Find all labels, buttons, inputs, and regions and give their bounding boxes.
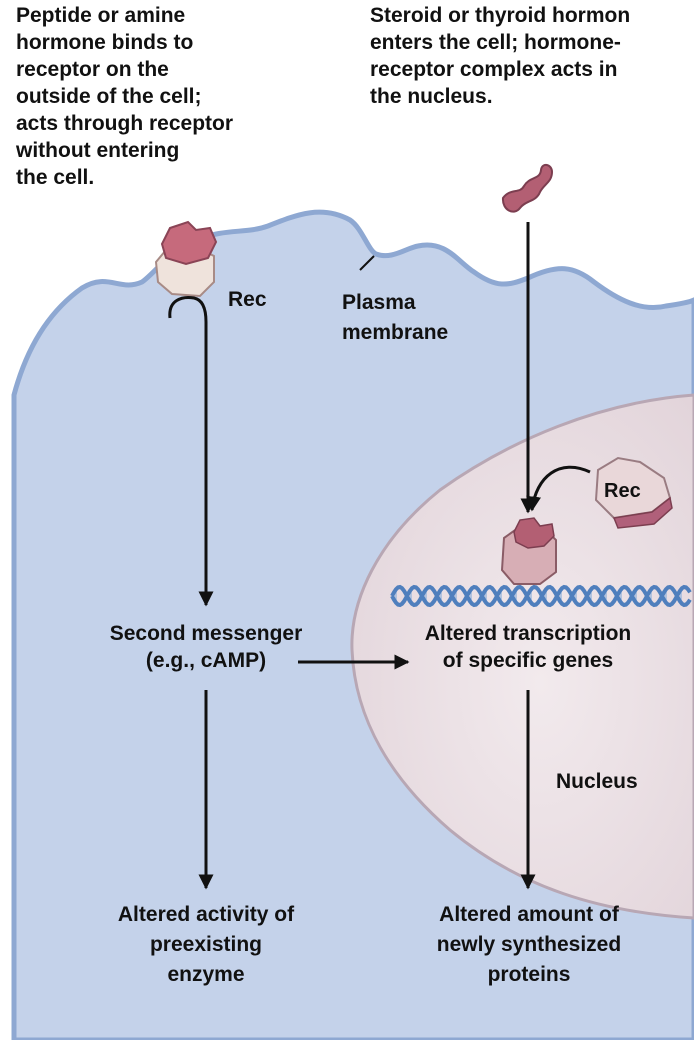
steroid-note-line: enters the cell; hormone- [370, 31, 621, 54]
membrane-receptor-label: Rec [228, 288, 267, 311]
altered-activity-line: enzyme [167, 963, 245, 986]
peptide-pathway-arrow [168, 296, 214, 607]
peptide-note-line: receptor on the [16, 58, 169, 81]
altered-transcription-line: of specific genes [442, 649, 614, 672]
dna-strand [390, 584, 692, 608]
steroid-note-line: receptor complex acts in [370, 58, 618, 81]
peptide-hormone-note: Peptide or amine hormone binds to recept… [16, 2, 233, 191]
receptor-binding-arrow [526, 465, 591, 512]
steroid-hormone [501, 164, 554, 213]
peptide-note-line: outside of the cell; [16, 85, 202, 108]
peptide-note-line: Peptide or amine [16, 4, 186, 27]
altered-amount-line: newly synthesized [436, 933, 622, 956]
second-messenger-line: (e.g., cAMP) [145, 649, 267, 672]
second-messenger-line: Second messenger [109, 622, 303, 645]
steroid-hormone-note: Steroid or thyroid hormon enters the cel… [370, 2, 630, 110]
altered-activity-label: Altered activity of preexisting enzyme [86, 900, 326, 990]
altered-amount-line: Altered amount of [439, 903, 619, 926]
altered-amount-label: Altered amount of newly synthesized prot… [398, 900, 660, 990]
dna-helix [390, 584, 692, 608]
second-messenger-label: Second messenger (e.g., cAMP) [80, 620, 332, 674]
altered-transcription-label: Altered transcription of specific genes [392, 620, 664, 674]
peptide-note-line: acts through receptor [16, 112, 234, 135]
altered-transcription-line: Altered transcription [424, 622, 632, 645]
steroid-note-line: Steroid or thyroid hormon [370, 4, 631, 27]
plasma-membrane-label: Plasma membrane [342, 288, 448, 348]
plasma-membrane-label-line: Plasma [342, 291, 416, 314]
steroid-note-line: the nucleus. [370, 85, 493, 108]
membrane-label-leader [359, 255, 375, 271]
peptide-note-line: the cell. [16, 166, 95, 189]
nuclear-receptor-label: Rec [604, 480, 641, 502]
plasma-membrane-label-line: membrane [342, 321, 449, 344]
peptide-note-line: without entering [16, 139, 180, 162]
altered-amount-line: proteins [487, 963, 571, 986]
hormone-receptor-complex [500, 517, 557, 585]
membrane-receptor [154, 220, 218, 298]
nucleus-shape [350, 393, 694, 920]
nuclear-receptor [594, 456, 673, 529]
nucleus-label: Nucleus [556, 770, 638, 793]
altered-activity-line: Altered activity of [117, 903, 295, 926]
peptide-note-line: hormone binds to [16, 31, 194, 54]
altered-activity-line: preexisting [149, 933, 263, 956]
